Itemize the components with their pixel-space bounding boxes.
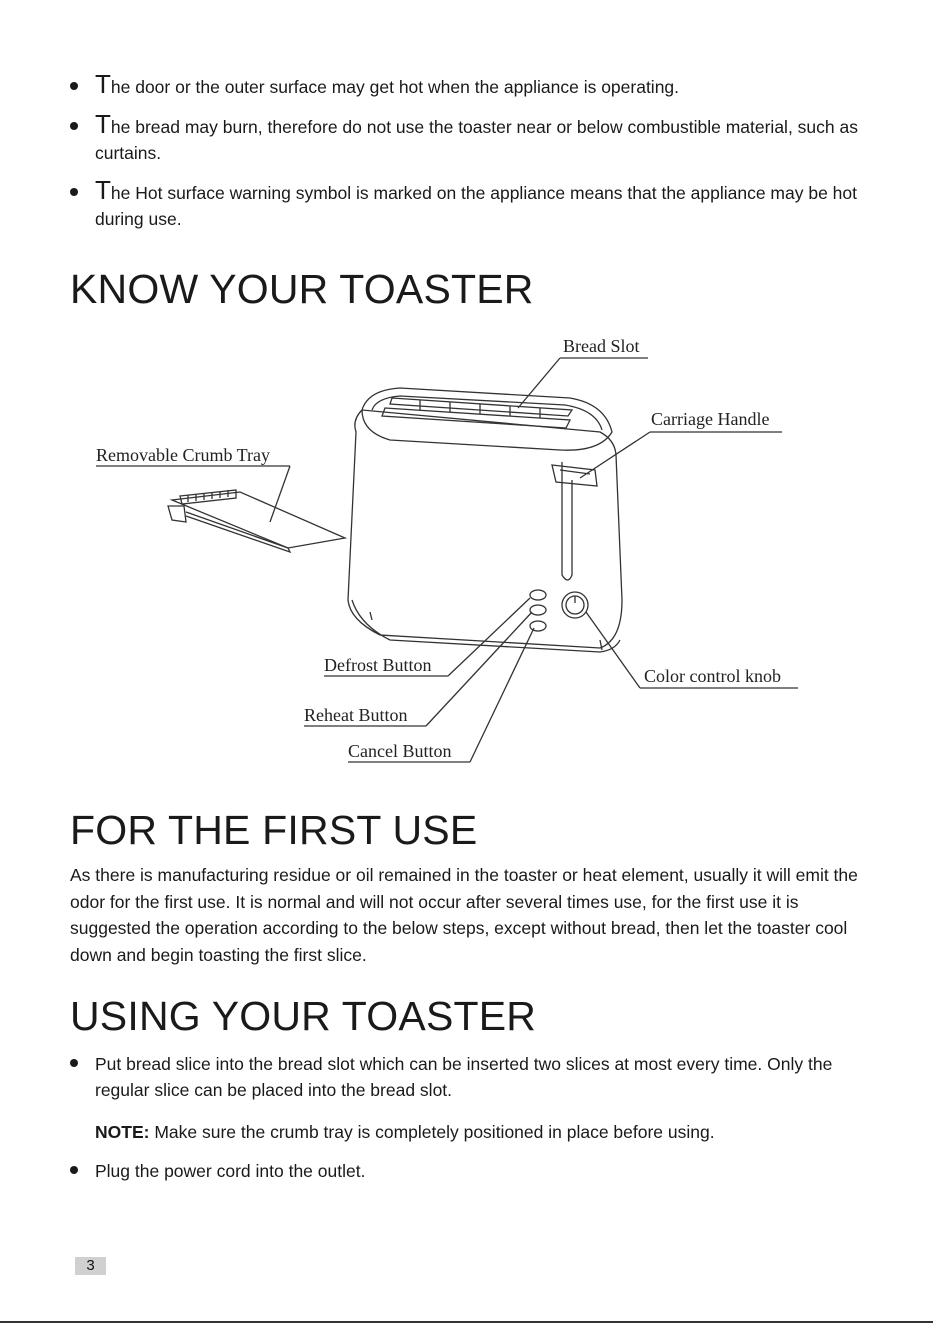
first-use-paragraph: As there is manufacturing residue or oil…: [70, 865, 858, 965]
label-reheat-button: Reheat Button: [304, 705, 407, 725]
note-text: Make sure the crumb tray is completely p…: [149, 1122, 715, 1142]
step-item: Plug the power cord into the outlet.: [68, 1158, 868, 1184]
cancel-button-shape: [529, 620, 547, 632]
note-label: NOTE:: [95, 1122, 150, 1142]
step-text: Put bread slice into the bread slot whic…: [95, 1054, 833, 1100]
defrost-button-shape: [529, 589, 547, 601]
using-your-toaster-heading: USING YOUR TOASTER: [70, 993, 537, 1039]
label-carriage-handle: Carriage Handle: [651, 409, 769, 429]
crumb-tray-shape: [169, 491, 348, 549]
warning-text: he Hot surface warning symbol is marked …: [95, 183, 858, 229]
carriage-handle-shape: [551, 464, 598, 487]
bread-slot-shape: [381, 407, 572, 429]
warning-text: he bread may burn, therefore do not use …: [95, 117, 858, 163]
warning-initial: T: [95, 69, 111, 99]
bread-slot-shape: [389, 397, 574, 417]
using-steps-list: Put bread slice into the bread slot whic…: [68, 1051, 868, 1103]
label-crumb-tray: Removable Crumb Tray: [96, 445, 270, 465]
bullet-icon: [70, 122, 78, 130]
bullet-icon: [70, 1166, 78, 1174]
note-line: NOTE: Make sure the crumb tray is comple…: [95, 1119, 715, 1145]
first-use-heading: FOR THE FIRST USE: [70, 807, 478, 853]
warning-item: The bread may burn, therefore do not use…: [68, 111, 868, 166]
bottom-rule: [0, 1321, 933, 1323]
bullet-icon: [70, 1059, 78, 1067]
toaster-top: [361, 387, 613, 451]
warning-item: The door or the outer surface may get ho…: [68, 71, 868, 100]
using-steps-list-2: Plug the power cord into the outlet.: [68, 1158, 868, 1184]
warning-text: he door or the outer surface may get hot…: [110, 77, 680, 97]
color-knob-shape: [561, 591, 589, 619]
reheat-button-shape: [529, 604, 547, 616]
step-text: Plug the power cord into the outlet.: [95, 1161, 366, 1181]
step-item: Put bread slice into the bread slot whic…: [68, 1051, 868, 1103]
label-cancel-button: Cancel Button: [348, 741, 451, 761]
know-your-toaster-heading: KNOW YOUR TOASTER: [70, 266, 534, 312]
label-color-knob: Color control knob: [644, 666, 781, 686]
warning-initial: T: [95, 109, 111, 139]
bullet-icon: [70, 188, 78, 196]
toaster-body: [347, 409, 623, 649]
page-number: 3: [75, 1257, 106, 1275]
bullet-icon: [70, 82, 78, 90]
label-bread-slot: Bread Slot: [563, 336, 640, 356]
warning-initial: T: [95, 175, 111, 205]
warning-item: The Hot surface warning symbol is marked…: [68, 177, 868, 232]
label-defrost-button: Defrost Button: [324, 655, 432, 675]
toaster-diagram: Bread Slot Carriage Handle Removable Cru…: [96, 336, 798, 763]
safety-warnings-list: The door or the outer surface may get ho…: [68, 71, 868, 232]
